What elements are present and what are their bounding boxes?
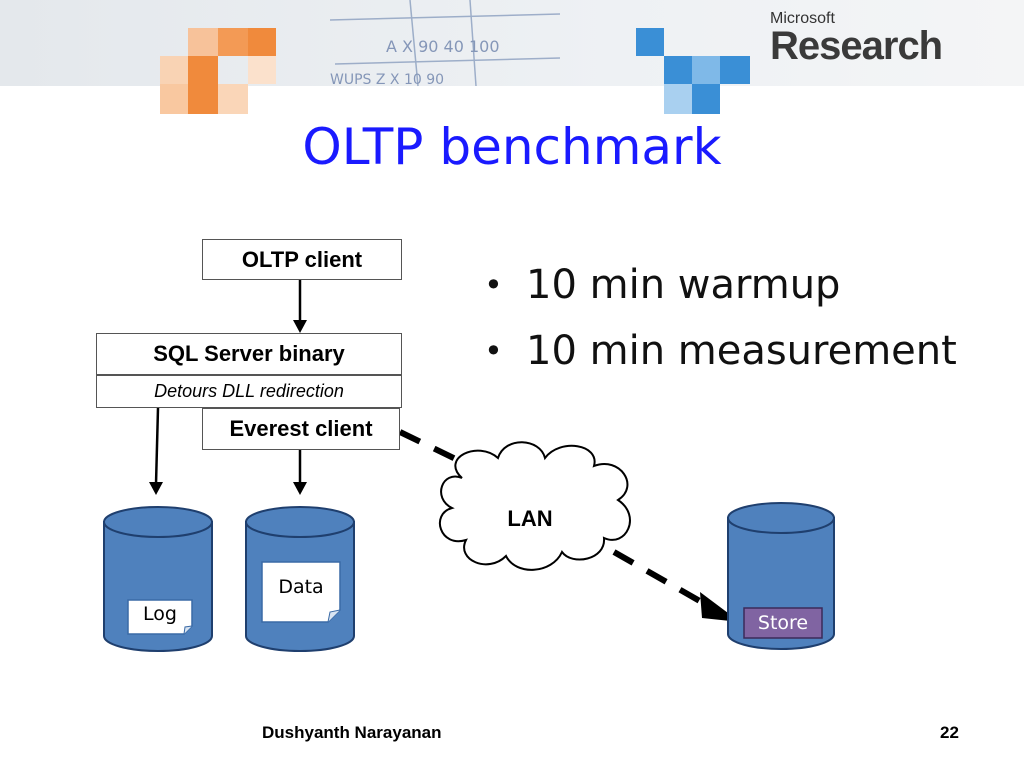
arrowheads	[149, 320, 307, 495]
page-number: 22	[940, 723, 959, 742]
header-sketch: A X 90 40 100 WUPS Z X 10 90	[329, 0, 561, 88]
connectors	[154, 280, 302, 485]
store-label: Store	[757, 612, 809, 634]
arrowhead-log	[149, 482, 163, 495]
svg-text:WUPS Z X 10 90: WUPS Z X 10 90	[330, 72, 444, 88]
bullet-list: 10 min warmup 10 min measurement	[480, 252, 957, 384]
log-label: Log	[143, 603, 177, 625]
dashed-lan-to-store	[612, 549, 714, 611]
svg-text:A X 90 40 100: A X 90 40 100	[386, 37, 500, 56]
everest-client-box: Everest client	[202, 408, 400, 450]
blue-squares	[636, 28, 750, 114]
store-label-box	[743, 607, 823, 639]
arrowhead-data	[293, 482, 307, 495]
oltp-client-box: OLTP client	[202, 239, 402, 280]
arrowhead-sql	[293, 320, 307, 333]
data-label: Data	[278, 576, 324, 598]
sql-server-box: SQL Server binary	[96, 333, 402, 375]
detours-label: Detours DLL redirection	[154, 381, 344, 401]
bullet-measurement: 10 min measurement	[480, 318, 957, 384]
orange-squares	[160, 28, 276, 114]
lan-label: LAN	[507, 506, 553, 531]
dashed-links	[398, 429, 714, 611]
research-logo-text: Research	[770, 24, 943, 68]
arrow-detours-to-log	[154, 407, 160, 485]
bullet-warmup: 10 min warmup	[480, 252, 957, 318]
sql-server-label: SQL Server binary	[153, 341, 345, 366]
detours-box: Detours DLL redirection	[96, 375, 402, 408]
everest-client-label: Everest client	[229, 416, 373, 441]
microsoft-logo-text: Microsoft	[770, 10, 835, 27]
lan-cloud	[438, 441, 631, 571]
oltp-client-label: OLTP client	[241, 246, 363, 272]
dashed-everest-to-lan	[398, 429, 472, 469]
footer-author: Dushyanth Narayanan	[262, 723, 442, 742]
slide-title: OLTP benchmark	[302, 118, 722, 176]
